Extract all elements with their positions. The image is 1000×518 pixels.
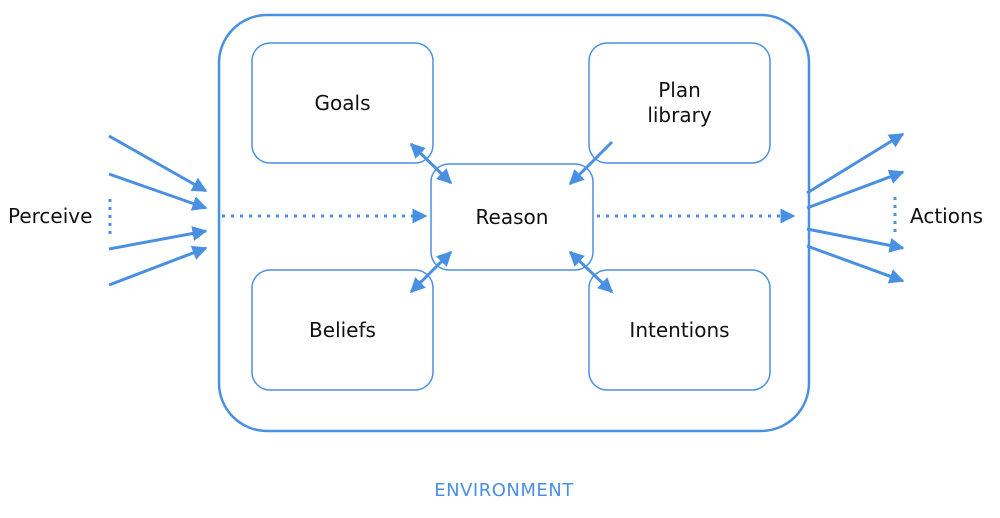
action-output-arrow-2 <box>806 169 905 210</box>
beliefs-reason-arrow <box>409 250 453 294</box>
perceive-input-arrow-4 <box>108 245 208 287</box>
beliefs-box <box>251 269 434 391</box>
perceive-input-arrow-1 <box>108 134 208 193</box>
perceive-input-arrow-3 <box>108 226 208 251</box>
action-output-arrow-4 <box>806 244 905 284</box>
beliefs-label: Beliefs <box>309 317 376 342</box>
intentions-box <box>588 269 771 391</box>
reason-label: Reason <box>475 204 549 229</box>
action-output-arrow-1 <box>806 132 905 195</box>
goals-label: Goals <box>314 90 371 115</box>
intentions-label: Intentions <box>629 317 730 342</box>
perceive-label: Perceive <box>8 204 93 228</box>
agent-container <box>217 13 811 433</box>
plan-library-reason-arrow <box>568 140 614 186</box>
reason-box <box>430 163 594 271</box>
action-output-arrow-3 <box>806 227 905 253</box>
environment-label: ENVIRONMENT <box>434 480 574 501</box>
goals-reason-arrow <box>409 142 453 185</box>
perceive-input-arrow-2 <box>108 172 208 211</box>
intentions-reason-arrow <box>568 250 614 294</box>
plan-library-box <box>588 42 771 164</box>
goals-box <box>251 42 434 164</box>
plan-library-label: Plan library <box>647 78 712 127</box>
actions-label: Actions <box>910 204 984 228</box>
